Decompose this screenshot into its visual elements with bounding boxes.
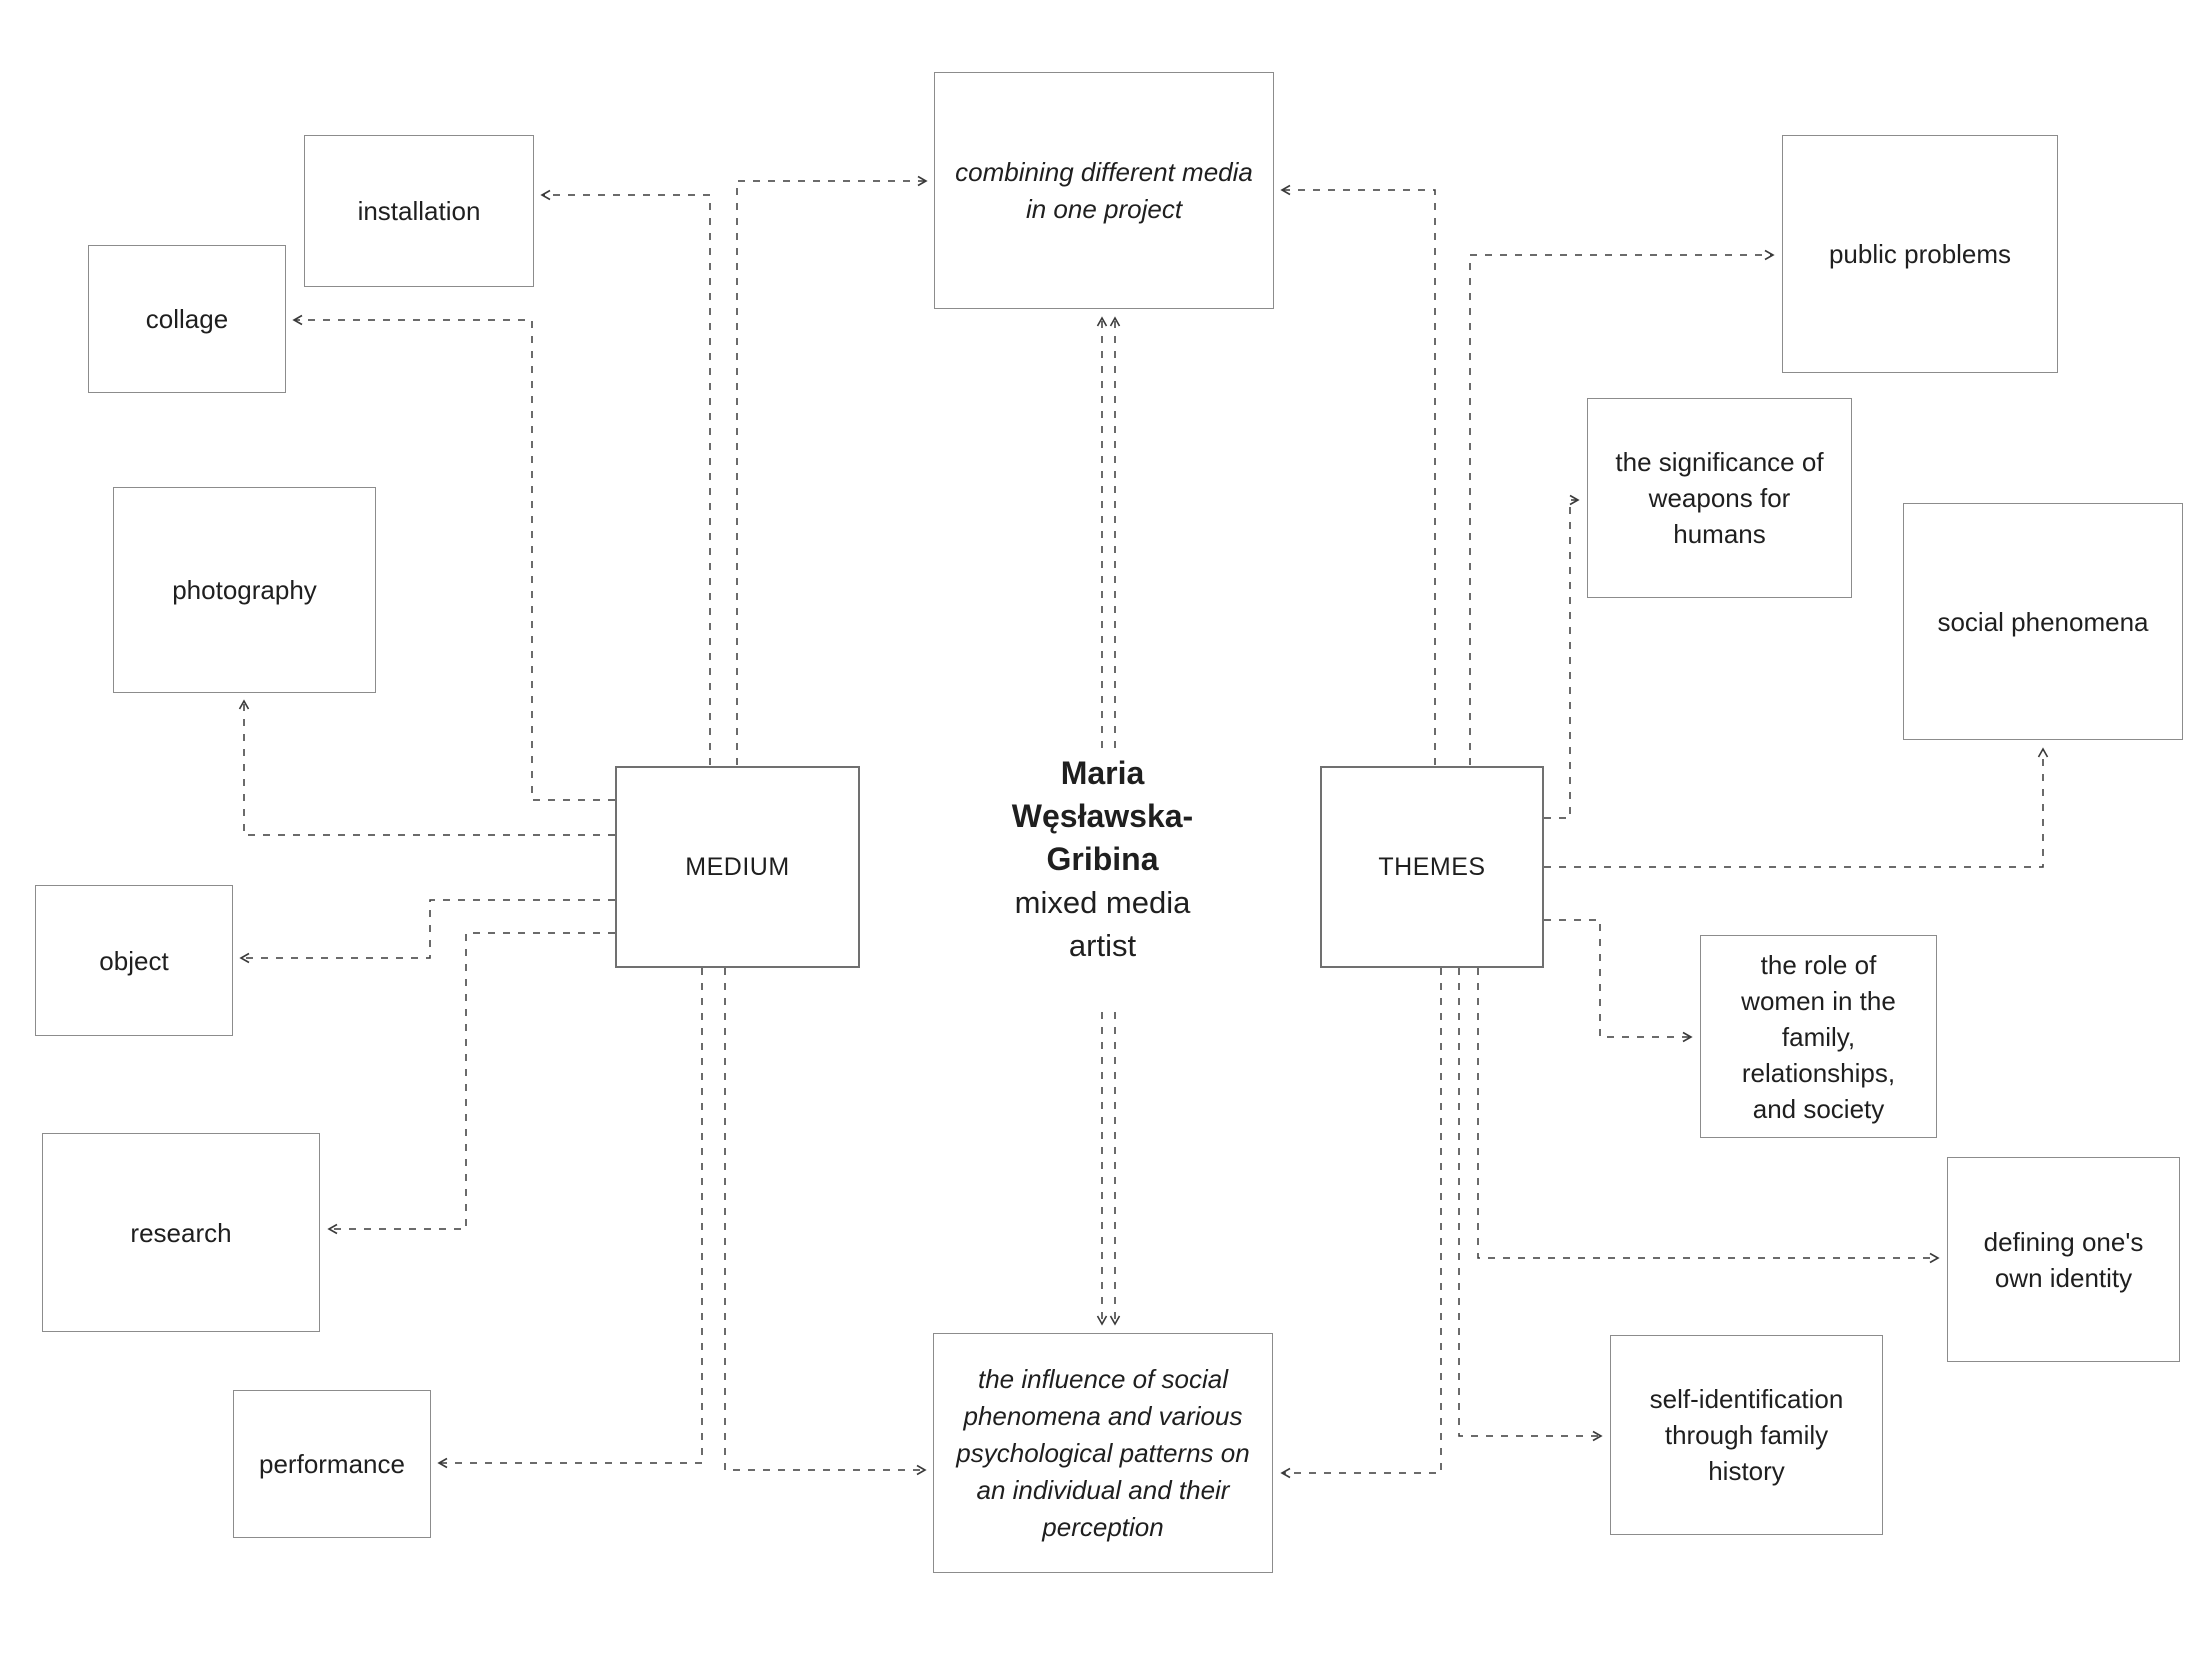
- hub-medium: MEDIUM: [615, 766, 860, 968]
- node-photography: photography: [113, 487, 376, 693]
- node-collage-label: collage: [145, 304, 229, 334]
- node-public-problems-label: public problems: [1828, 239, 2012, 269]
- node-defining-identity-label: defining one's own identity: [1983, 1226, 2144, 1293]
- node-role-of-women-label: the role of women in the family, relatio…: [1741, 949, 1896, 1124]
- node-public-problems: public problems: [1782, 135, 2058, 373]
- connector-medium-object: [239, 899, 615, 964]
- connector-medium-installation: [540, 189, 711, 765]
- node-photography-label: photography: [172, 575, 317, 605]
- node-research: research: [42, 1133, 320, 1332]
- connector-medium-photography: [238, 699, 615, 836]
- node-performance-label: performance: [259, 1449, 405, 1479]
- connector-medium-influence: [724, 968, 927, 1476]
- node-influence-social-phenomena: the influence of social phenomena and va…: [933, 1333, 1273, 1573]
- artist-name-line-3: Gribina: [1046, 841, 1159, 877]
- node-role-of-women: the role of women in the family, relatio…: [1700, 935, 1937, 1138]
- node-self-identification: self-identification through family histo…: [1610, 1335, 1883, 1535]
- node-installation: installation: [304, 135, 534, 287]
- node-self-identification-label: self-identification through family histo…: [1649, 1384, 1844, 1486]
- node-collage: collage: [88, 245, 286, 393]
- artist-name-line-1: Maria: [1060, 755, 1145, 791]
- node-object-label: object: [99, 945, 169, 976]
- connector-themes-defining-identity: [1477, 968, 1940, 1264]
- node-defining-identity: defining one's own identity: [1947, 1157, 2180, 1362]
- connector-themes-influence: [1280, 968, 1442, 1479]
- connector-medium-research: [327, 932, 615, 1235]
- node-research-label: research: [130, 1217, 232, 1248]
- node-social-phenomena: social phenomena: [1903, 503, 2183, 740]
- node-significance-of-weapons: the significance of weapons for humans: [1587, 398, 1852, 598]
- artist-title-block: Maria Węsławska- Gribina mixed media art…: [930, 752, 1275, 967]
- connector-themes-public-problems: [1469, 249, 1775, 765]
- connector-themes-self-identification: [1458, 968, 1603, 1442]
- artist-name-line-2: Węsławska-: [1011, 798, 1194, 834]
- hub-themes: THEMES: [1320, 766, 1544, 968]
- node-object: object: [35, 885, 233, 1036]
- artist-subtitle-line-2: artist: [1068, 928, 1137, 963]
- connector-themes-weapons: [1544, 494, 1580, 819]
- connector-medium-combining: [736, 175, 928, 765]
- connector-themes-combining: [1280, 184, 1436, 765]
- artist-subtitle-line-1: mixed media: [1014, 885, 1191, 920]
- node-performance: performance: [233, 1390, 431, 1538]
- connector-themes-role-of-women: [1544, 919, 1693, 1043]
- node-combining-media: combining different media in one project: [934, 72, 1274, 309]
- connector-medium-collage: [292, 314, 615, 801]
- hub-medium-label: MEDIUM: [685, 853, 790, 881]
- node-social-phenomena-label: social phenomena: [1937, 606, 2149, 637]
- node-influence-label: the influence of social phenomena and va…: [956, 1363, 1250, 1542]
- connector-themes-social-phenomena: [1544, 747, 2049, 868]
- node-combining-media-label: combining different media in one project: [955, 156, 1253, 224]
- connector-medium-performance: [437, 968, 703, 1469]
- hub-themes-label: THEMES: [1378, 853, 1486, 881]
- node-significance-of-weapons-label: the significance of weapons for humans: [1615, 447, 1824, 549]
- node-installation-label: installation: [357, 196, 481, 226]
